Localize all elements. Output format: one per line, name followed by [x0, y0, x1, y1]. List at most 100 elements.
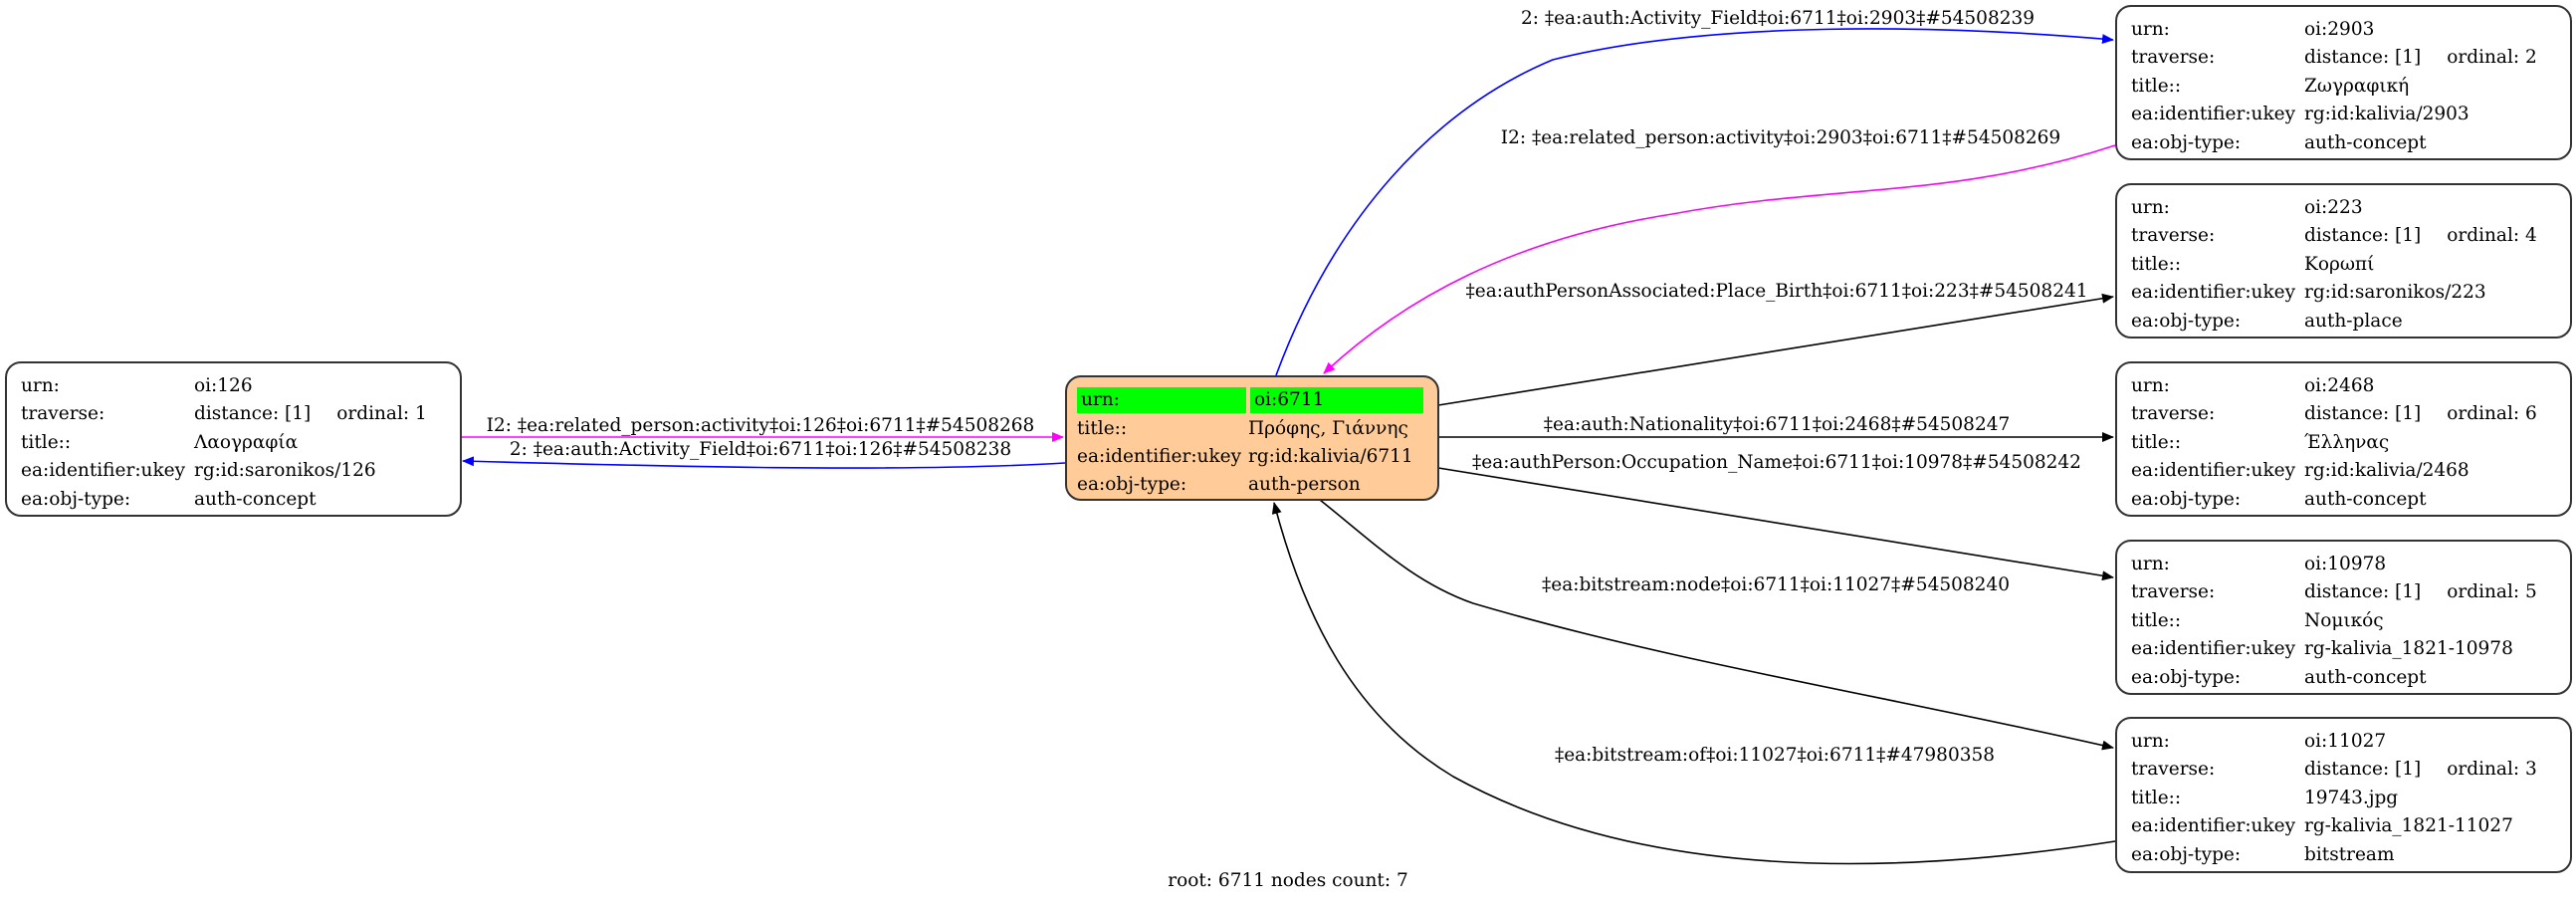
edge-label: I2: ‡ea:related_person:activity‡oi:2903‡…: [1500, 127, 2061, 148]
distance-value: distance: [1]: [2304, 225, 2422, 247]
field-key: traverse:: [2131, 759, 2216, 781]
field-key: urn:: [2131, 196, 2170, 218]
field-value: auth-person: [1248, 473, 1361, 495]
ukey-row: ea:identifier:ukey rg-kalivia_1821-10978: [2131, 635, 2558, 664]
field-key: title::: [2131, 609, 2182, 631]
edge-related-person-2903-to-6711: [1323, 144, 2116, 374]
edge-occupation-6711-to-10978: [1437, 467, 2114, 581]
ordinal-value: ordinal: 4: [2447, 225, 2537, 247]
root-title-row: title:: Πρόφης, Γιάννης: [1077, 414, 1425, 442]
field-key: ea:identifier:ukey: [2131, 460, 2296, 482]
field-key: ea:obj-type:: [2131, 666, 2242, 688]
field-key: urn:: [21, 374, 60, 396]
field-key: title::: [1077, 417, 1128, 439]
field-key: title::: [2131, 431, 2182, 453]
field-key: ea:identifier:ukey: [1077, 445, 1242, 467]
title-row: title::Έλληνας: [2131, 428, 2558, 457]
field-value: Ζωγραφική: [2304, 75, 2410, 97]
field-key: ea:identifier:ukey: [2131, 638, 2296, 660]
field-key: traverse:: [2131, 403, 2216, 425]
field-value: rg:id:kalivia/2468: [2304, 460, 2469, 482]
ukey-row: ea:identifier:ukey rg:id:saronikos/126: [21, 457, 448, 486]
field-key: title::: [21, 431, 72, 453]
type-row: ea:obj-type: auth-place: [2131, 307, 2558, 336]
edge-bitstream-node-6711-to-11027: [1319, 499, 2114, 751]
field-value: Λαογραφία: [194, 431, 299, 453]
urn-row: urn:oi:10978: [2131, 550, 2558, 578]
field-key: ea:obj-type:: [2131, 310, 2242, 332]
ordinal-value: ordinal: 2: [2447, 47, 2537, 69]
title-row: title::Λαογραφία: [21, 428, 448, 457]
field-value: rg:id:saronikos/126: [194, 460, 376, 482]
node-oi-223[interactable]: urn: oi:223 traverse: distance: [1] ordinal:…: [2115, 183, 2572, 339]
field-value: rg:id:kalivia/6711: [1248, 445, 1413, 467]
field-value: oi:223: [2304, 196, 2363, 218]
field-key: title::: [2131, 75, 2182, 97]
edge-label: I2: ‡ea:related_person:activity‡oi:126‡o…: [486, 415, 1035, 436]
urn-row: urn:oi:11027: [2131, 727, 2558, 756]
title-row: title::Ζωγραφική: [2131, 72, 2558, 101]
field-value: bitstream: [2304, 843, 2395, 865]
traverse-row: traverse: distance: [1] ordinal: 4: [2131, 222, 2558, 251]
graph-footer: root: 6711 nodes count: 7: [1168, 870, 1408, 891]
ordinal-value: ordinal: 6: [2447, 403, 2537, 425]
ukey-row: ea:identifier:ukey rg:id:kalivia/2468: [2131, 457, 2558, 486]
field-key: ea:identifier:ukey: [21, 460, 186, 482]
traverse-row: traverse: distance: [1] ordinal: 5: [2131, 578, 2558, 607]
urn-row: urn: oi:126: [21, 371, 448, 400]
edge-label: ‡ea:authPerson:Occupation_Name‡oi:6711‡o…: [1472, 452, 2081, 473]
ordinal-value: ordinal: 1: [336, 403, 427, 425]
field-value: rg-kalivia_1821-11027: [2304, 815, 2513, 837]
distance-value: distance: [1]: [2304, 403, 2422, 425]
ukey-row: ea:identifier:ukey rg:id:saronikos/223: [2131, 279, 2558, 308]
field-value: Έλληνας: [2304, 431, 2390, 453]
field-value: auth-concept: [2304, 666, 2427, 688]
node-oi-126[interactable]: urn: oi:126 traverse:distance: [1]ordinal:…: [5, 361, 462, 517]
field-value: oi:11027: [2304, 730, 2387, 752]
edge-label: 2: ‡ea:auth:Activity_Field‡oi:6711‡oi:12…: [509, 439, 1012, 460]
node-oi-10978[interactable]: urn:oi:10978 traverse: distance: [1] ordina…: [2115, 540, 2572, 695]
root-type-row: ea:obj-type: auth-person: [1077, 470, 1425, 498]
field-key: traverse:: [2131, 47, 2216, 69]
field-value: Νομικός: [2304, 609, 2384, 631]
field-value: rg-kalivia_1821-10978: [2304, 638, 2513, 660]
field-key: traverse:: [2131, 581, 2216, 603]
root-node-6711[interactable]: urn: oi:6711 title:: Πρόφης, Γιάννης ea:…: [1065, 375, 1439, 501]
field-value: auth-place: [2304, 310, 2403, 332]
edge-activity-field-6711-to-2903: [1275, 28, 2114, 376]
field-key: ea:identifier:ukey: [2131, 282, 2296, 304]
field-value: oi:2903: [2304, 18, 2375, 40]
traverse-row: traverse: distance: [1] ordinal: 6: [2131, 400, 2558, 429]
field-value: auth-concept: [194, 488, 317, 510]
root-ukey-row: ea:identifier:ukey rg:id:kalivia/6711: [1077, 442, 1425, 470]
field-value: oi:2468: [2304, 374, 2375, 396]
edge-label: ‡ea:auth:Nationality‡oi:6711‡oi:2468‡#54…: [1543, 414, 2011, 435]
field-value: oi:10978: [2304, 553, 2387, 574]
field-value: auth-concept: [2304, 131, 2427, 153]
field-value: rg:id:kalivia/2903: [2304, 104, 2469, 125]
field-value: oi:126: [194, 374, 253, 396]
field-value: Πρόφης, Γιάννης: [1248, 417, 1408, 439]
field-key: ea:obj-type:: [1077, 473, 1187, 495]
edge-label: ‡ea:authPersonAssociated:Place_Birth‡oi:…: [1465, 281, 2088, 302]
ordinal-value: ordinal: 5: [2447, 581, 2537, 603]
root-urn-row: urn: oi:6711: [1077, 386, 1425, 414]
field-key: ea:obj-type:: [2131, 488, 2242, 510]
traverse-row: traverse:distance: [1]ordinal: 1: [21, 400, 448, 429]
field-key: ea:obj-type:: [21, 488, 131, 510]
distance-value: distance: [1]: [2304, 581, 2422, 603]
type-row: ea:obj-type: auth-concept: [21, 485, 448, 514]
type-row: ea:obj-type:bitstream: [2131, 840, 2558, 869]
edge-label: 2: ‡ea:auth:Activity_Field‡oi:6711‡oi:29…: [1520, 8, 2036, 29]
field-key: traverse:: [2131, 225, 2216, 247]
type-row: ea:obj-type: auth-concept: [2131, 663, 2558, 692]
field-key: urn:: [2131, 18, 2170, 40]
edge-label: ‡ea:bitstream:node‡oi:6711‡oi:11027‡#545…: [1542, 574, 2010, 595]
field-value: rg:id:saronikos/223: [2304, 282, 2486, 304]
field-value: auth-concept: [2304, 488, 2427, 510]
